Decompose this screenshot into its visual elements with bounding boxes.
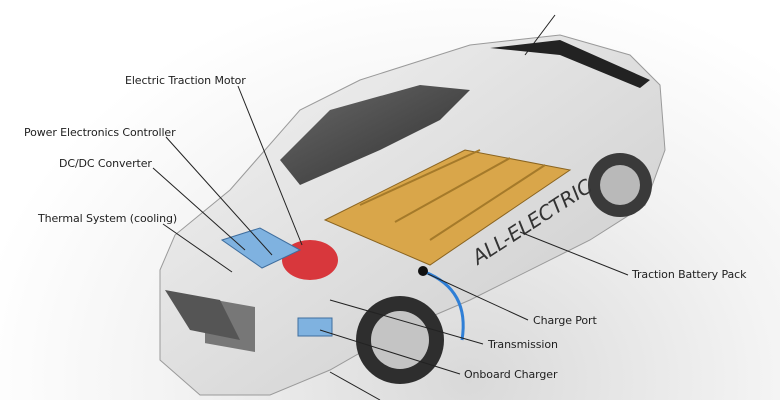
windshield bbox=[280, 85, 470, 185]
dcdc-converter bbox=[220, 227, 302, 269]
battery-pack bbox=[323, 149, 572, 266]
front-grille bbox=[165, 290, 240, 340]
roof-stripe bbox=[490, 40, 650, 88]
leader-lines bbox=[152, 14, 629, 400]
label-power-electronics-controller: Power Electronics Controller bbox=[24, 126, 176, 139]
label-onboard-charger: Onboard Charger bbox=[464, 368, 558, 381]
label-electric-traction-motor: Electric Traction Motor bbox=[125, 74, 246, 87]
label-thermal-system: Thermal System (cooling) bbox=[38, 212, 178, 225]
label-dcdc-converter: DC/DC Converter bbox=[59, 157, 152, 170]
rear-rim bbox=[600, 165, 640, 205]
label-transmission: Transmission bbox=[488, 338, 558, 351]
label-charge-port: Charge Port bbox=[533, 314, 597, 327]
charge-cable bbox=[424, 270, 465, 341]
label-traction-battery-pack: Traction Battery Pack bbox=[632, 268, 747, 281]
front-rim bbox=[371, 311, 429, 369]
onboard-charger bbox=[297, 317, 333, 337]
